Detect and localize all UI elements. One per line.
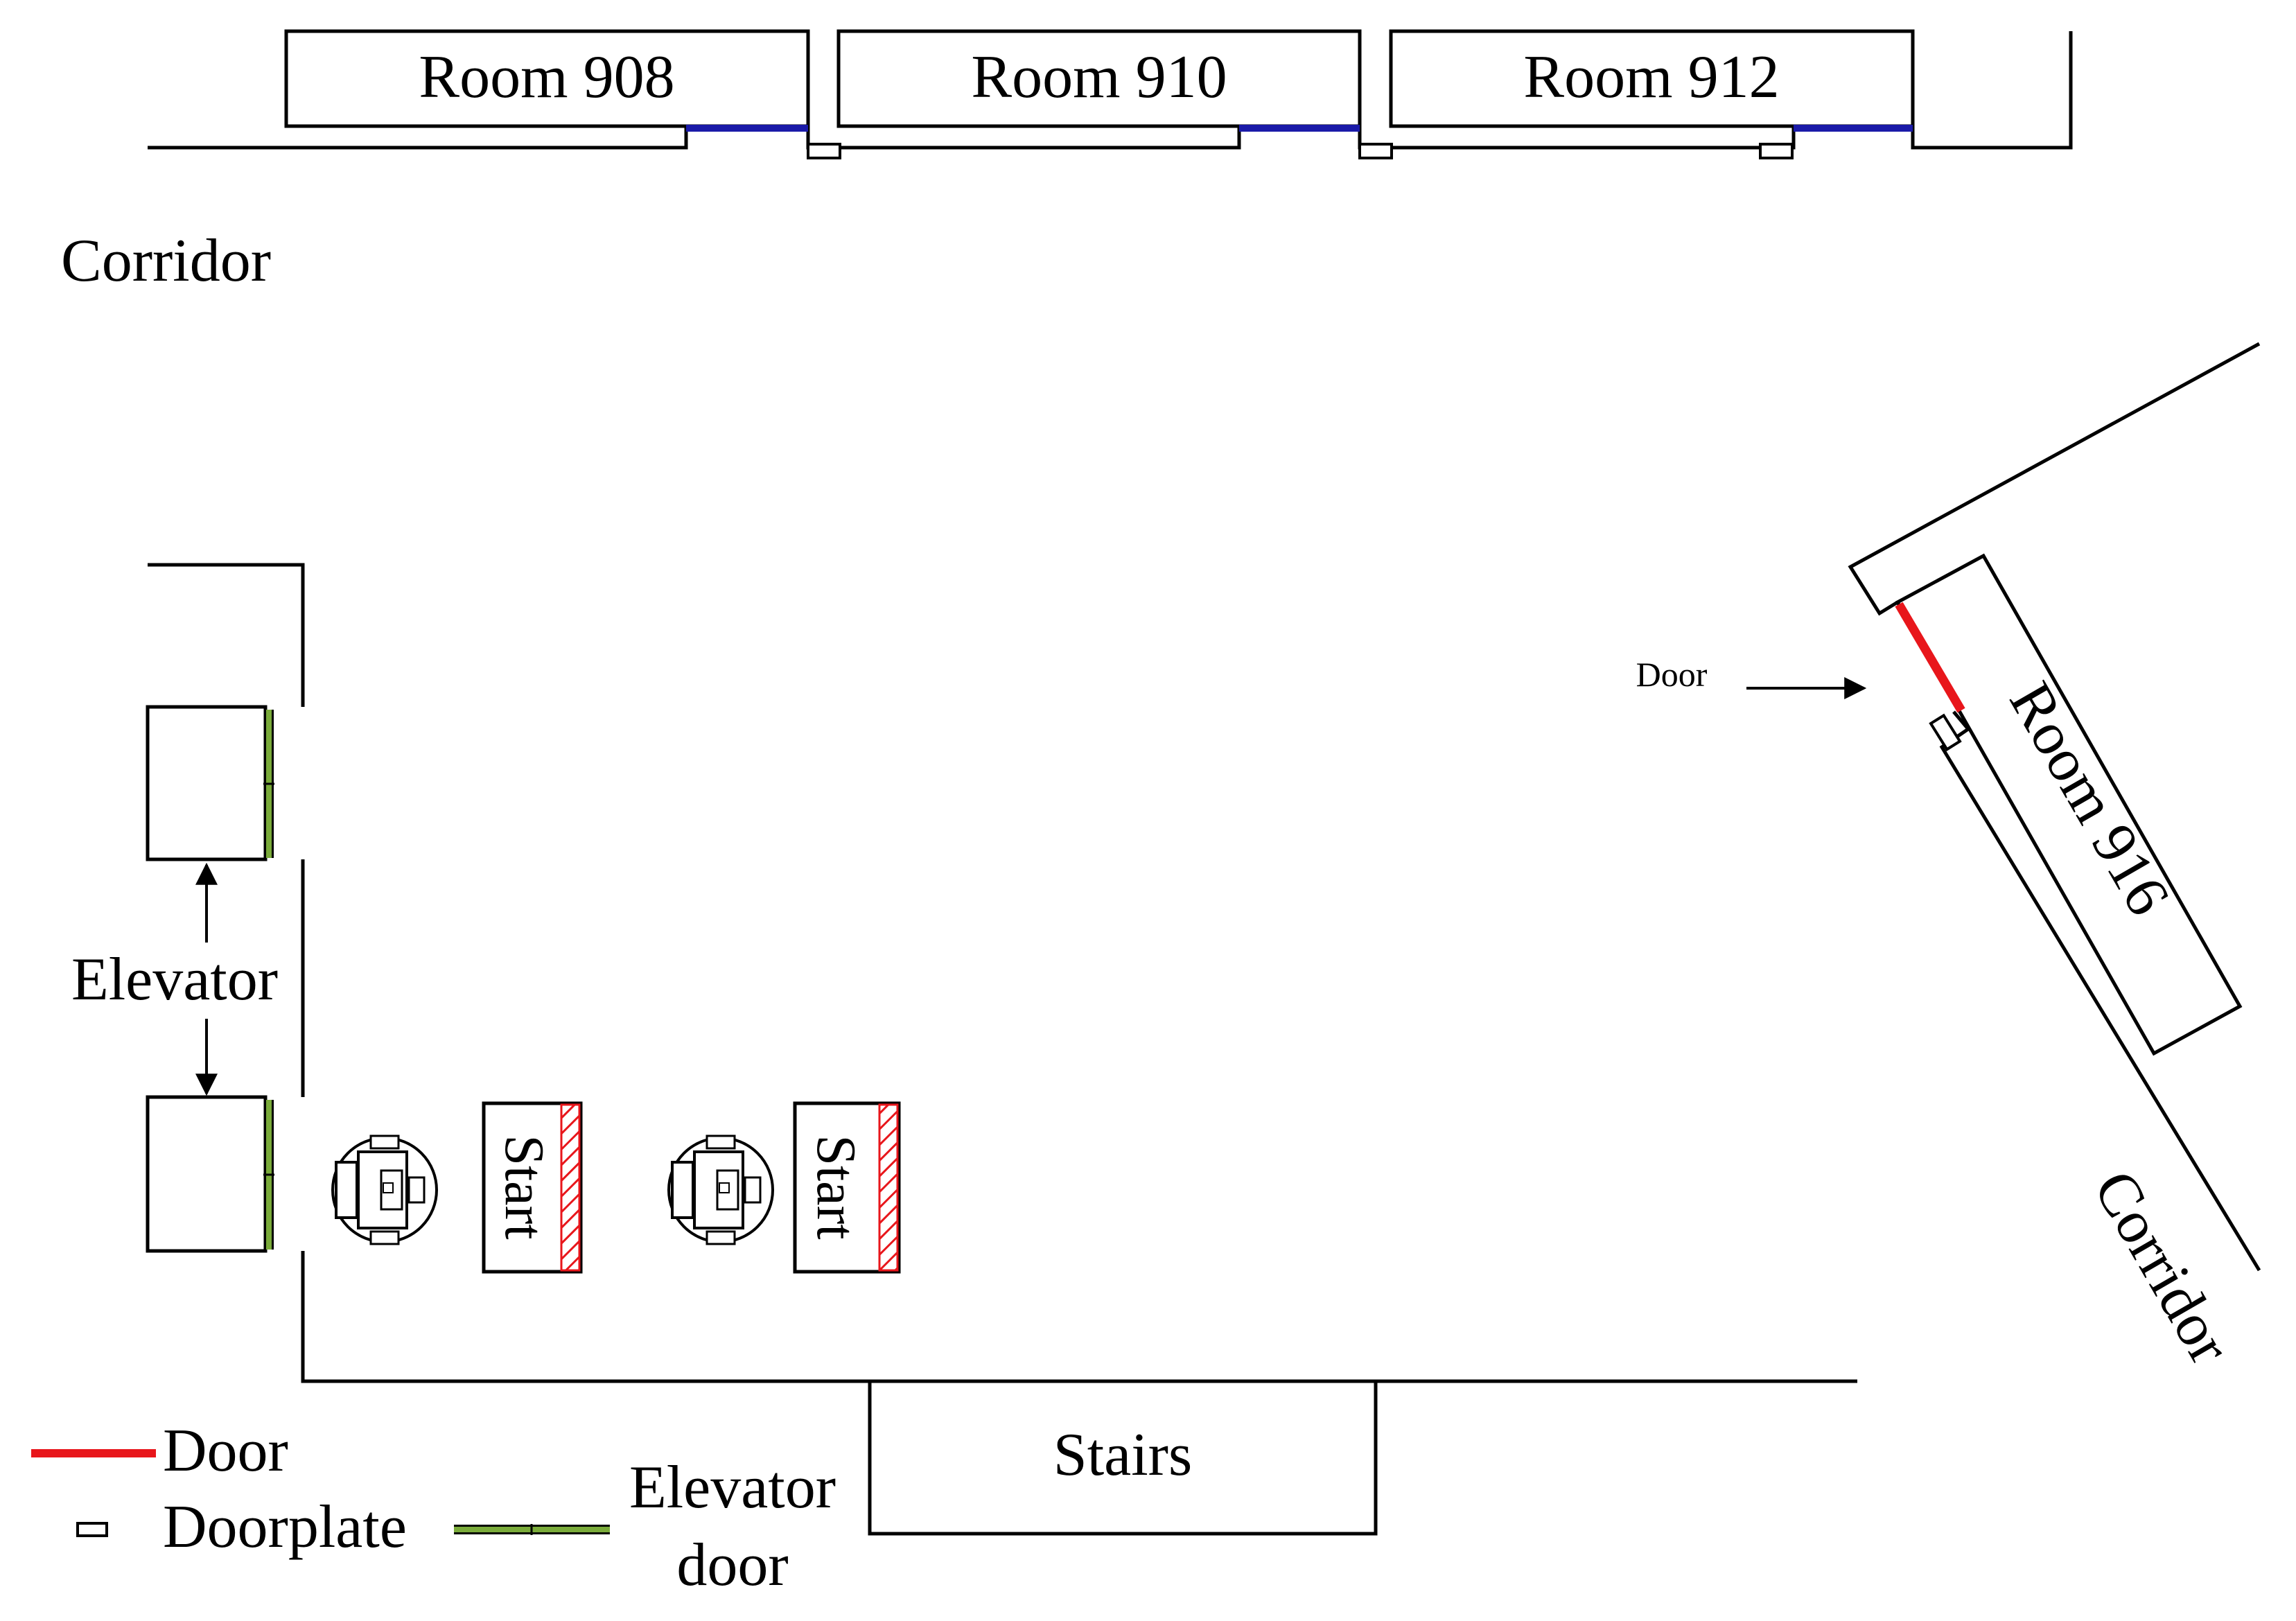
elevator-door-upper <box>263 710 274 858</box>
stairs-label: Stairs <box>1053 1421 1192 1489</box>
room-910-label: Room 910 <box>971 44 1227 111</box>
elevator-upper <box>146 705 268 861</box>
door-pointer-label: Door <box>1636 655 1708 694</box>
elevator-label: Elevator <box>71 946 278 1013</box>
room-916: Room 916 <box>1895 553 2243 1056</box>
start-block-2: Start <box>793 1101 901 1274</box>
legend-elevator-door-swatch <box>454 1524 610 1535</box>
legend-elevator-door-label-1: Elevator <box>629 1454 836 1521</box>
robot-icon-1 <box>331 1134 438 1245</box>
left-wall <box>148 563 1857 1383</box>
stairs: Stairs <box>868 1379 1378 1536</box>
legend-doorplate-swatch <box>76 1522 108 1537</box>
start-label-1: Start <box>493 1134 554 1239</box>
legend-elevator-door-label-2: door <box>676 1532 788 1599</box>
legend-doorplate-label: Doorplate <box>163 1493 407 1561</box>
room-908: Room 908 <box>284 29 810 128</box>
room-916-door <box>1895 602 1965 713</box>
start-label-2: Start <box>805 1134 866 1239</box>
room-912-label: Room 912 <box>1523 44 1779 111</box>
room-916-doorplate <box>1929 713 1962 752</box>
elevator-door-lower <box>263 1100 274 1250</box>
room-912: Room 912 <box>1389 29 1915 128</box>
room-908-label: Room 908 <box>419 44 674 111</box>
doorplates-top <box>807 143 1794 159</box>
legend: Door Doorplate Elevator door <box>31 1417 836 1599</box>
start-block-1: Start <box>482 1101 583 1274</box>
corridor-left-label: Corridor <box>61 227 271 295</box>
room-910: Room 910 <box>836 29 1362 128</box>
legend-door-label: Door <box>163 1417 288 1484</box>
robot-icon-2 <box>667 1134 774 1245</box>
corridor-right-label: Corridor <box>2080 1159 2244 1375</box>
elevator-lower <box>146 1095 268 1253</box>
